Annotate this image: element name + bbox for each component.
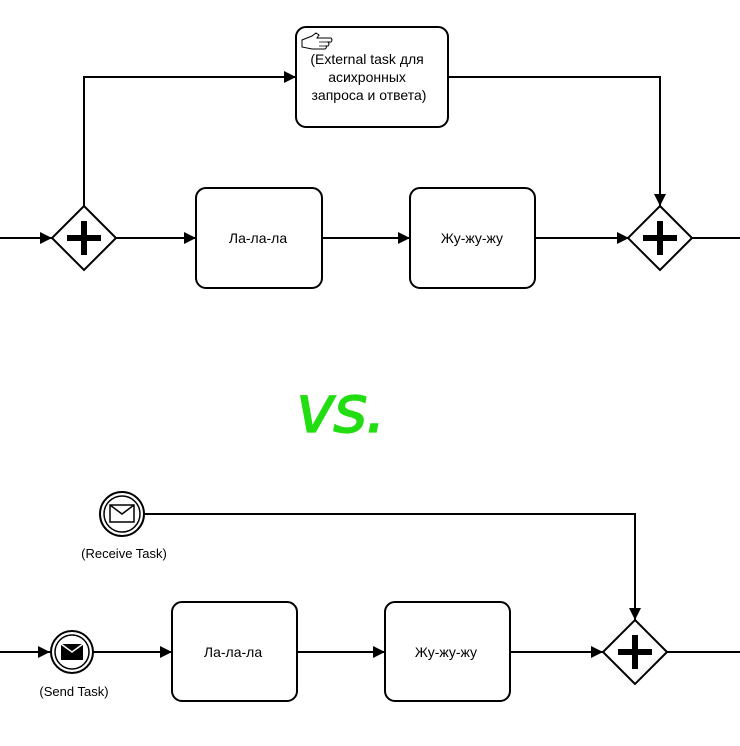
plus-icon (643, 221, 677, 255)
task-label: Ла-ла-ла (204, 644, 262, 660)
svg-text:(External task для аси: (External task для асихронных запроса и … (310, 51, 427, 103)
task-zhu-zhu-zhu-bottom[interactable]: Жу-жу-жу (384, 601, 511, 702)
task-la-la-la-top[interactable]: Ла-ла-ла (195, 187, 323, 289)
parallel-gateway-split[interactable] (50, 204, 118, 272)
external-task-line-1: (External task для (310, 51, 423, 67)
external-task[interactable]: (External task для асихронных запроса и … (295, 26, 449, 128)
flow-external-to-join (448, 76, 666, 206)
external-task-line-2: асихронных (328, 69, 406, 85)
external-task-line-3: запроса и ответа) (312, 87, 427, 103)
parallel-gateway-join[interactable] (626, 204, 694, 272)
plus-icon (618, 635, 652, 669)
send-task-caption: (Send Task) (39, 684, 108, 699)
flow-receive-to-join (144, 513, 641, 620)
plus-icon (67, 221, 101, 255)
send-message-event[interactable] (50, 630, 94, 674)
vs-text: vs. (296, 371, 384, 448)
envelope-filled-icon (60, 643, 84, 660)
receive-message-event[interactable] (99, 491, 145, 537)
top-diagram: (External task для асихронных запроса и … (0, 26, 740, 289)
task-label: Жу-жу-жу (415, 644, 477, 660)
task-zhu-zhu-zhu-top[interactable]: Жу-жу-жу (409, 187, 536, 289)
task-label: Жу-жу-жу (441, 230, 503, 246)
receive-task-caption: (Receive Task) (81, 546, 167, 561)
task-label: Ла-ла-ла (229, 230, 287, 246)
task-la-la-la-bottom[interactable]: Ла-ла-ла (171, 601, 298, 702)
flow-split-to-external (83, 71, 296, 206)
bottom-diagram: (Receive Task) (Send Task) Ла-ла-ла Жу-ж… (0, 491, 740, 702)
parallel-gateway-join-bottom[interactable] (601, 618, 669, 686)
hand-icon (301, 32, 333, 50)
envelope-outline-icon (109, 504, 135, 523)
vs-separator: vs. (295, 370, 387, 448)
